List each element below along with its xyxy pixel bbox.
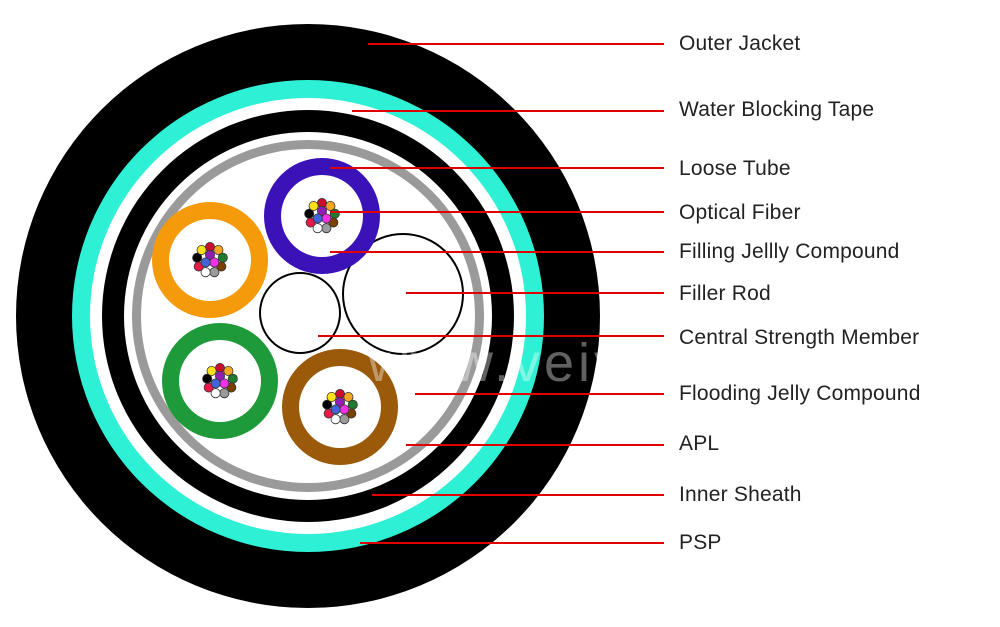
optical-fiber xyxy=(343,391,354,402)
optical-fiber xyxy=(204,249,215,260)
optical-fiber xyxy=(322,399,333,410)
label-water-blocking-tape: Water Blocking Tape xyxy=(679,98,875,121)
central-strength-member xyxy=(259,272,341,354)
label-optical-fiber: Optical Fiber xyxy=(679,201,801,224)
optical-fiber xyxy=(219,388,230,399)
optical-fiber xyxy=(308,200,319,211)
optical-fiber xyxy=(223,365,234,376)
label-filler-rod: Filler Rod xyxy=(679,282,771,305)
loose-tube-blue xyxy=(264,158,380,274)
optical-fiber xyxy=(200,267,211,278)
optical-fiber xyxy=(321,223,332,234)
label-apl: APL xyxy=(679,432,720,455)
optical-fiber xyxy=(329,208,340,219)
label-loose-tube: Loose Tube xyxy=(679,157,791,180)
label-inner-sheath: Inner Sheath xyxy=(679,483,802,506)
optical-fiber xyxy=(339,414,350,425)
optical-fiber xyxy=(213,244,224,255)
optical-fiber xyxy=(325,200,336,211)
optical-fiber xyxy=(339,404,350,415)
label-psp: PSP xyxy=(679,531,722,554)
optical-fiber xyxy=(214,370,225,381)
loose-tube-orange xyxy=(152,202,268,318)
loose-tube-brown xyxy=(282,349,398,465)
optical-fiber xyxy=(209,267,220,278)
optical-fiber xyxy=(321,213,332,224)
optical-fiber xyxy=(334,396,345,407)
optical-fiber xyxy=(330,414,341,425)
optical-fiber xyxy=(326,391,337,402)
optical-fiber xyxy=(312,213,323,224)
watermark-text: www.veivot.com xyxy=(368,333,812,393)
optical-fiber xyxy=(200,257,211,268)
loose-tubes xyxy=(152,158,398,465)
optical-fiber xyxy=(227,373,238,384)
leader-lines xyxy=(318,43,664,544)
optical-fiber xyxy=(206,365,217,376)
optical-fiber xyxy=(192,252,203,263)
optical-fiber xyxy=(217,252,228,263)
label-outer-jacket: Outer Jacket xyxy=(679,32,801,55)
optical-fiber xyxy=(202,373,213,384)
optical-fiber xyxy=(210,378,221,389)
optical-fiber xyxy=(219,378,230,389)
optical-fiber xyxy=(209,257,220,268)
optical-fiber xyxy=(304,208,315,219)
optical-fiber xyxy=(312,223,323,234)
loose-tube-green xyxy=(162,323,278,439)
optical-fiber xyxy=(330,404,341,415)
label-flooding-jelly-compound: Flooding Jelly Compound xyxy=(679,382,921,405)
optical-fiber xyxy=(316,205,327,216)
label-central-strength-member: Central Strength Member xyxy=(679,326,920,349)
label-filling-jelly-compound: Filling Jellly Compound xyxy=(679,240,900,263)
optical-fiber xyxy=(347,399,358,410)
optical-fiber xyxy=(196,244,207,255)
optical-fiber xyxy=(210,388,221,399)
